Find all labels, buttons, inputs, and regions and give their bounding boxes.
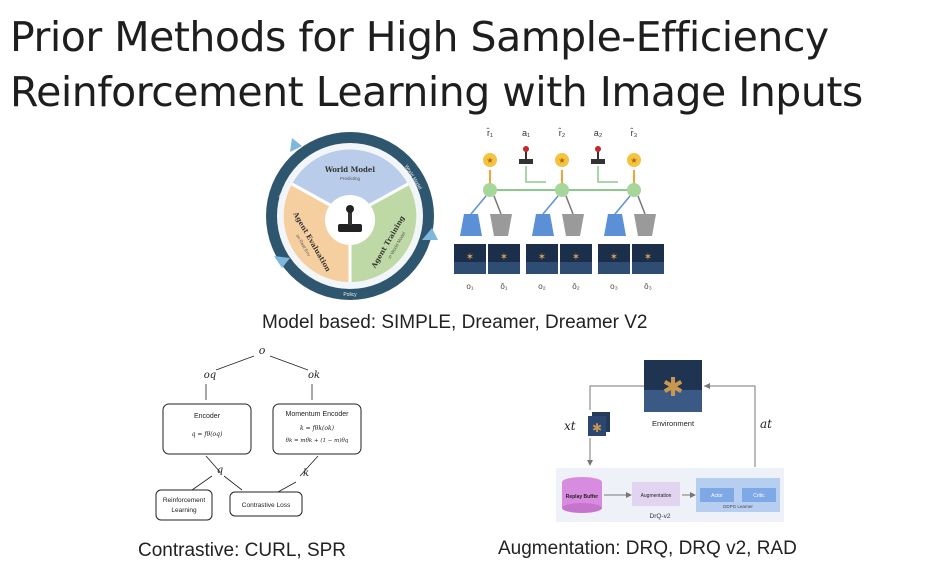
action-joystick-icon xyxy=(519,146,533,164)
momentum-equation-1: k = fθk(ok) xyxy=(300,425,335,432)
observation-label: ô₂ xyxy=(572,282,580,291)
encoder-block xyxy=(604,214,626,236)
augmentation-caption: Augmentation: DRQ, DRQ v2, RAD xyxy=(498,538,797,559)
svg-text:✶: ✶ xyxy=(644,252,652,263)
observation-label: o₃ xyxy=(610,282,618,291)
momentum-encoder-box xyxy=(272,403,362,455)
replay-buffer-icon xyxy=(562,477,602,513)
environment-image: ✱ xyxy=(644,360,702,412)
joystick-icon xyxy=(338,205,362,232)
svg-text:★: ★ xyxy=(630,156,637,165)
latent-state-node xyxy=(483,183,497,197)
model-based-caption: Model based: SIMPLE, Dreamer, Dreamer V2 xyxy=(262,312,648,333)
observation-label: o₁ xyxy=(466,282,473,291)
rl-label-line-2: Learning xyxy=(171,507,197,514)
observation-label: ô₁ xyxy=(500,282,507,291)
reward-label: r̂₃ xyxy=(630,127,638,138)
contrastive-caption: Contrastive: CURL, SPR xyxy=(138,540,347,561)
title-line-1: Prior Methods for High Sample-Efficiency xyxy=(10,13,829,61)
observation-stack-image: ✱ xyxy=(588,412,610,436)
svg-text:✱: ✱ xyxy=(592,421,602,435)
svg-text:✶: ✶ xyxy=(610,252,618,263)
dreamer-diagram: r̂₁ a₁ r̂₂ a₂ r̂₃ ★ ★ ★ ✶ ✶ ✶ ✶ ✶ ✶ o₁ ô… xyxy=(454,127,664,291)
rl-label-line-1: Reinforcement xyxy=(163,497,205,504)
decoder-block xyxy=(634,214,656,236)
latent-state-node xyxy=(627,183,641,197)
drq-diagram: ✱ Environment ✱ xt at Replay Buffer Augm… xyxy=(556,360,784,522)
critic-label: Critic xyxy=(753,493,765,499)
contrastive-loss-box xyxy=(229,491,303,517)
ring-policy-label: Policy xyxy=(343,292,357,298)
world-model-cycle-diagram: World Model Predicting Agent Training in… xyxy=(266,132,438,300)
actor-box xyxy=(700,488,734,502)
world-model-label: World Model xyxy=(324,165,375,174)
action-label: a₁ xyxy=(522,128,530,138)
replay-buffer-label: Replay Buffer xyxy=(566,494,599,500)
action-label: a₂ xyxy=(594,128,603,138)
svg-text:✱: ✱ xyxy=(662,372,684,402)
slide-title: Prior Methods for High Sample-Efficiency… xyxy=(10,10,925,120)
ring-arrow-icon xyxy=(274,256,290,268)
ddpg-label: DDPG Learner xyxy=(723,504,753,509)
reward-star-icon: ★ xyxy=(483,153,497,167)
encoder-block xyxy=(532,214,554,236)
environment-label: Environment xyxy=(652,419,695,428)
svg-text:✶: ✶ xyxy=(500,252,508,263)
xt-label: xt xyxy=(564,419,576,433)
reward-label: r̂₁ xyxy=(486,127,493,138)
at-label: at xyxy=(760,417,772,431)
momentum-encoder-label: Momentum Encoder xyxy=(285,411,349,418)
oq-label: oq xyxy=(204,370,216,381)
reinforcement-learning-box xyxy=(155,489,213,521)
world-model-sublabel: Predicting xyxy=(340,176,361,181)
latent-state-node xyxy=(555,183,569,197)
actor-label: Actor xyxy=(711,493,723,499)
action-joystick-icon xyxy=(591,146,605,164)
ok-label: ok xyxy=(308,370,320,381)
drq-label: DrQ-v2 xyxy=(650,513,671,520)
k-label: k xyxy=(303,468,309,479)
encoder-equation: q = fθ(oq) xyxy=(192,431,223,438)
svg-text:✶: ✶ xyxy=(466,252,474,263)
o-label: o xyxy=(259,344,266,357)
frame-thumbnails: ✶ ✶ ✶ ✶ ✶ ✶ xyxy=(454,244,664,274)
reward-star-icon: ★ xyxy=(627,153,641,167)
observation-label: o₂ xyxy=(538,282,546,291)
reward-label: r̂₂ xyxy=(558,127,566,138)
ring-arrow-icon xyxy=(422,228,438,240)
decoder-block xyxy=(562,214,584,236)
encoder-block xyxy=(460,214,482,236)
encoder-box xyxy=(162,403,252,455)
augmentation-label: Augmentation xyxy=(641,493,672,499)
augmentation-box xyxy=(632,482,680,506)
encoder-label: Encoder xyxy=(194,413,221,420)
title-line-2: Reinforcement Learning with Image Inputs xyxy=(10,68,863,116)
curl-diagram: o oq ok Encoder q = fθ(oq) Momentum Enco… xyxy=(155,344,362,521)
q-label: q xyxy=(217,465,223,476)
svg-text:✶: ✶ xyxy=(538,252,546,263)
momentum-equation-2: θk = mθk + (1 − m)θq xyxy=(286,437,349,444)
svg-text:✶: ✶ xyxy=(572,252,580,263)
critic-box xyxy=(742,488,776,502)
ring-arrow-icon xyxy=(290,138,302,152)
observation-label: ô₃ xyxy=(644,282,652,291)
reward-star-icon: ★ xyxy=(555,153,569,167)
svg-text:★: ★ xyxy=(558,156,565,165)
decoder-block xyxy=(490,214,512,236)
svg-text:★: ★ xyxy=(486,156,493,165)
contrastive-loss-label: Contrastive Loss xyxy=(242,502,291,509)
